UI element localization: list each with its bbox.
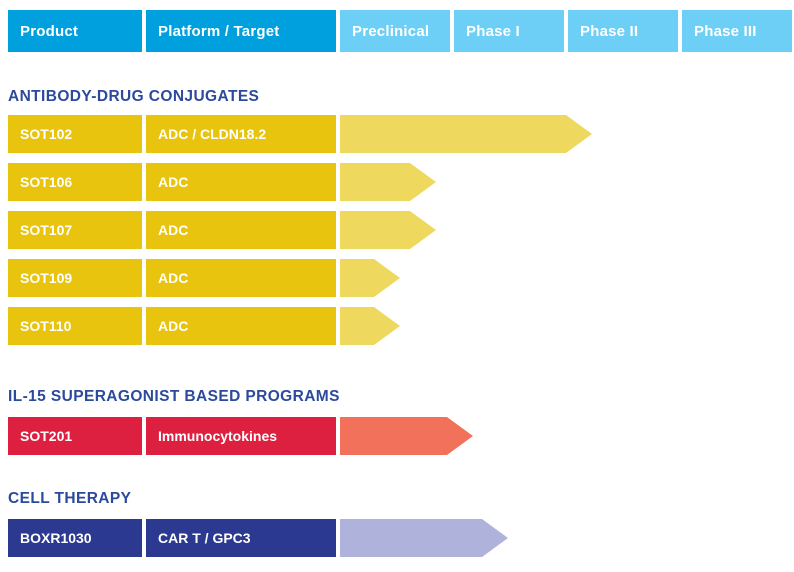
progress-arrow (340, 519, 508, 557)
platform-cell: ADC (146, 211, 336, 249)
product-cell: SOT201 (8, 417, 142, 455)
section-title-1: IL-15 SUPERAGONIST BASED PROGRAMS (8, 388, 340, 405)
platform-cell: ADC (146, 307, 336, 345)
platform-cell: ADC (146, 259, 336, 297)
column-header-phase-i: Phase I (454, 10, 564, 52)
progress-arrow (340, 307, 400, 345)
product-cell: SOT110 (8, 307, 142, 345)
platform-cell: CAR T / GPC3 (146, 519, 336, 557)
column-header-platform-target: Platform / Target (146, 10, 336, 52)
column-header-preclinical: Preclinical (340, 10, 450, 52)
section-title-2: CELL THERAPY (8, 490, 132, 507)
column-header-product: Product (8, 10, 142, 52)
product-cell: BOXR1030 (8, 519, 142, 557)
progress-arrow (340, 259, 400, 297)
platform-cell: ADC / CLDN18.2 (146, 115, 336, 153)
column-header-phase-ii: Phase II (568, 10, 678, 52)
product-cell: SOT106 (8, 163, 142, 201)
progress-arrow (340, 417, 473, 455)
product-cell: SOT102 (8, 115, 142, 153)
progress-arrow (340, 163, 436, 201)
platform-cell: Immunocytokines (146, 417, 336, 455)
progress-arrow (340, 115, 592, 153)
platform-cell: ADC (146, 163, 336, 201)
product-cell: SOT109 (8, 259, 142, 297)
column-header-phase-iii: Phase III (682, 10, 792, 52)
progress-arrow (340, 211, 436, 249)
product-cell: SOT107 (8, 211, 142, 249)
section-title-0: ANTIBODY-DRUG CONJUGATES (8, 88, 260, 105)
